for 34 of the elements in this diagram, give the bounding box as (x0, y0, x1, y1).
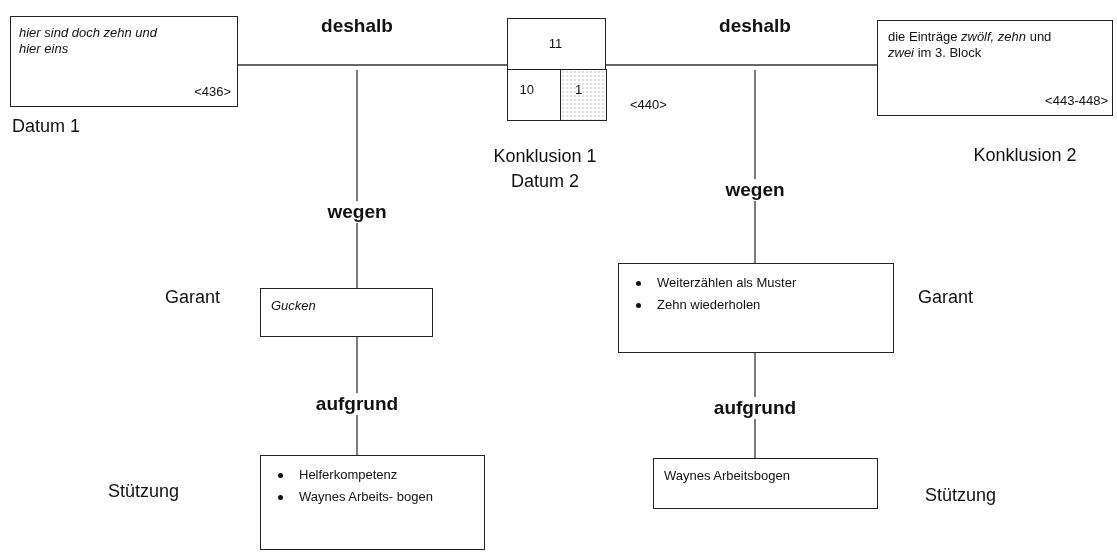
role-label: Konklusion 1 (493, 145, 597, 167)
role-label: Garant (165, 286, 221, 308)
connector-line (356, 69, 358, 289)
connector-line (605, 64, 878, 66)
role-label: Datum 1 (12, 115, 81, 137)
box-text: die Einträge zwölf, zehn und zwei im 3. Block (888, 29, 1053, 61)
reference-number: <443-448> (1045, 93, 1108, 109)
table-cell (506, 69, 562, 121)
role-label: Garant (918, 286, 974, 308)
role-label: Konklusion 2 (973, 144, 1077, 166)
role-label: Stützung (108, 480, 180, 502)
box-text: 1 (575, 82, 583, 98)
role-label: Datum 2 (511, 170, 579, 192)
box-text: 10 (519, 82, 534, 98)
box-text: 11 (547, 35, 564, 52)
connector-line (754, 69, 756, 264)
list-item: Zehn wiederholen (657, 297, 762, 313)
list-item: Helferkompetenz (299, 467, 399, 483)
text-box (877, 20, 1113, 116)
box-text: Gucken (271, 298, 316, 314)
table-cell (560, 69, 607, 121)
text-box (260, 455, 485, 550)
list-item: Weiterzählen als Muster (657, 275, 798, 291)
text-box (618, 263, 894, 353)
reference-number: <440> (630, 96, 667, 114)
reference-number: <436> (194, 84, 231, 100)
box-text: Waynes Arbeitsbogen (664, 468, 790, 484)
list-item: Waynes Arbeits- bogen (299, 489, 434, 505)
role-label: Stützung (925, 484, 997, 506)
text-box (653, 458, 878, 509)
box-text: hier sind doch zehn und hier eins (19, 25, 159, 57)
connector-line (237, 64, 508, 66)
text-box (260, 288, 433, 337)
text-box (10, 16, 238, 107)
